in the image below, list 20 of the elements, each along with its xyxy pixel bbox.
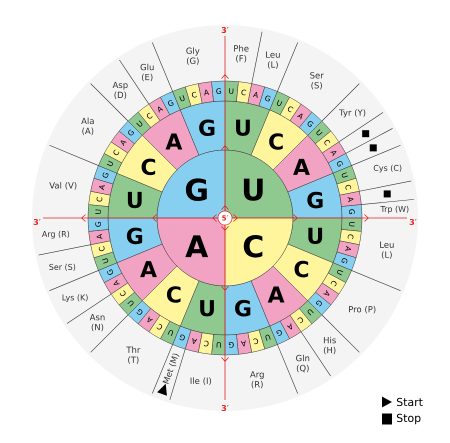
- amino-acid-label: Tyr (Y): [339, 109, 366, 118]
- amino-acid-label: Asn (N): [90, 314, 105, 332]
- amino-acid-label: Ser (S): [310, 72, 324, 90]
- amino-acid-label: Gln (Q): [296, 354, 310, 372]
- amino-acid-label: Ala (A): [81, 118, 94, 136]
- amino-acid-label: Glu (E): [140, 64, 154, 82]
- amino-acid-label: Val (V): [49, 182, 76, 190]
- amino-acid-label: Gly (G): [186, 47, 200, 65]
- amino-acid-label: Thr (T): [126, 346, 140, 364]
- amino-acid-label: Pro (P): [349, 306, 376, 314]
- amino-acid-label: His (H): [324, 336, 336, 354]
- amino-acid-label: Asp (D): [112, 82, 128, 100]
- legend-label: Start: [396, 398, 423, 406]
- amino-acid-label: Leu (L): [266, 51, 280, 69]
- amino-acid-label: Phe (F): [234, 45, 249, 63]
- amino-acid-label: Arg (R): [250, 371, 264, 388]
- legend-label: Stop: [396, 414, 421, 424]
- amino-acid-label: Ile (I): [190, 377, 212, 385]
- amino-acid-label: Met (M): [162, 354, 180, 384]
- amino-acid-label: Leu (L): [380, 242, 394, 259]
